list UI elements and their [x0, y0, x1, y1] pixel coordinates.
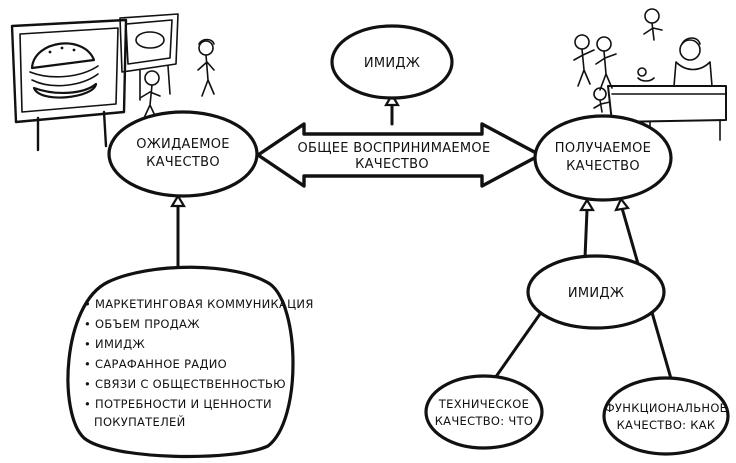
expected-quality-node: ОЖИДАЕМОЕ КАЧЕСТВО: [107, 110, 259, 198]
factor-item: • ПОТРЕБНОСТИ И ЦЕННОСТИ: [84, 397, 272, 411]
received-quality-line1: ПОЛУЧАЕМОЕ: [555, 141, 651, 156]
image-bottom-arrowhead: [579, 197, 595, 212]
functional-quality-line1: ФУНКЦИОНАЛЬНОЕ: [605, 401, 728, 415]
perceived-quality-line1: ОБЩЕЕ ВОСПРИНИМАЕМОЕ: [298, 141, 491, 156]
factors-arrowhead: [170, 193, 186, 208]
factors-node: • МАРКЕТИНГОВАЯ КОММУНИКАЦИЯ • ОБЪЕМ ПРО…: [66, 265, 314, 459]
functional-quality-line2: КАЧЕСТВО: КАК: [617, 418, 716, 432]
technical-quality-line1: ТЕХНИЧЕСКОЕ: [438, 397, 529, 411]
image-top-node: ИМИДЖ: [330, 24, 454, 100]
technical-quality-node: ТЕХНИЧЕСКОЕ КАЧЕСТВО: ЧТО: [424, 374, 544, 450]
perceived-quality-line2: КАЧЕСТВО: [355, 157, 429, 172]
image-arrowhead: [384, 92, 400, 107]
received-quality-node: ПОЛУЧАЕМОЕ КАЧЕСТВО: [533, 114, 673, 202]
image-bottom-label: ИМИДЖ: [568, 286, 624, 301]
technical-quality-line2: КАЧЕСТВО: ЧТО: [435, 414, 534, 428]
expected-quality-line2: КАЧЕСТВО: [146, 155, 220, 170]
image-top-label: ИМИДЖ: [364, 56, 420, 71]
perceived-quality-arrow: ОБЩЕЕ ВОСПРИНИМАЕМОЕ КАЧЕСТВО: [256, 122, 542, 188]
factor-item: • САРАФАННОЕ РАДИО: [84, 357, 227, 371]
image-bottom-node: ИМИДЖ: [526, 254, 666, 330]
factor-item: • ОБЪЕМ ПРОДАЖ: [84, 317, 200, 331]
factor-item: • ИМИДЖ: [84, 337, 145, 351]
functional-arrowhead: [614, 196, 631, 212]
expected-quality-line1: ОЖИДАЕМОЕ: [136, 137, 230, 152]
factor-item: • МАРКЕТИНГОВАЯ КОММУНИКАЦИЯ: [84, 297, 314, 311]
counter-service-illustration: [573, 8, 727, 143]
functional-quality-node: ФУНКЦИОНАЛЬНОЕ КАЧЕСТВО: КАК: [602, 376, 730, 456]
factor-item-continuation: ПОКУПАТЕЛЕЙ: [94, 414, 186, 429]
image-bottom-connector: [583, 208, 589, 260]
received-quality-line2: КАЧЕСТВО: [566, 159, 640, 174]
factor-item: • СВЯЗИ С ОБЩЕСТВЕННОСТЬЮ: [84, 377, 286, 391]
billboard-burger-illustration: [10, 13, 215, 152]
